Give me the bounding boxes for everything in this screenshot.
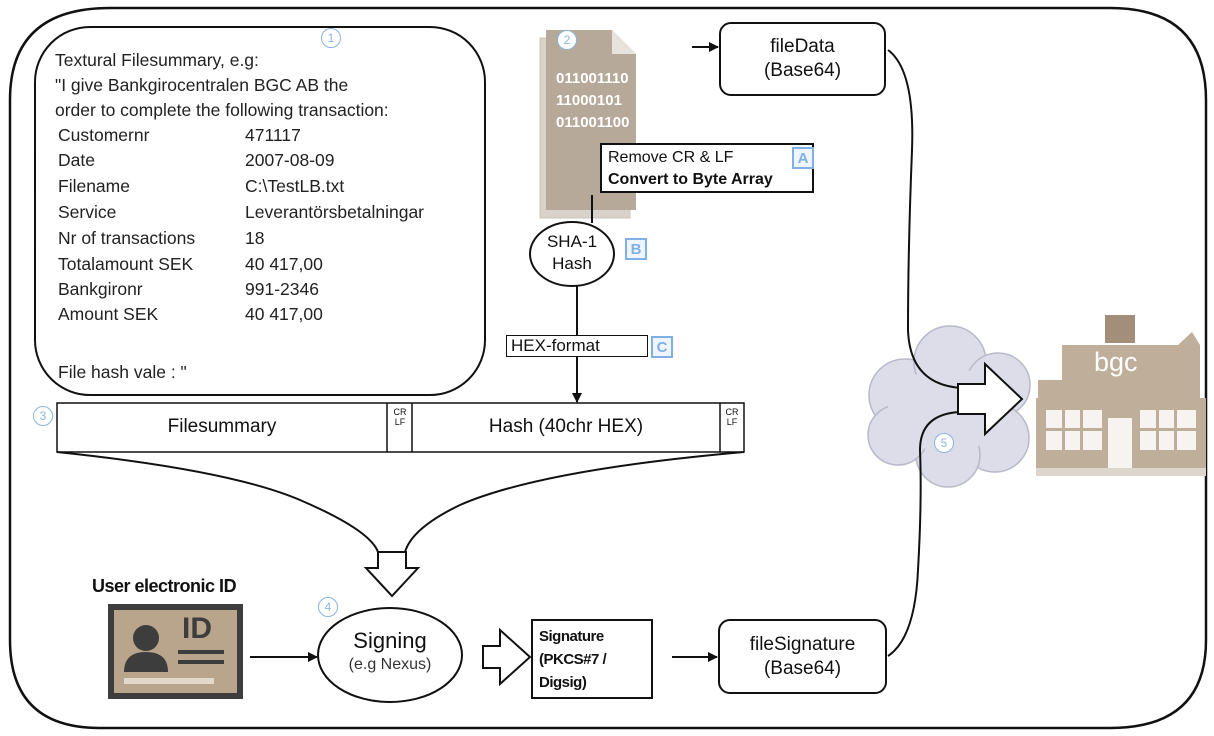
bar-cr-2: CR	[725, 407, 739, 417]
curve-filesignature-to-cloud	[887, 411, 961, 657]
summary-key-service: Service	[58, 202, 117, 222]
outer-frame	[8, 6, 1208, 730]
summary-key-nr-transactions: Nr of transactions	[58, 228, 196, 248]
summary-intro: Textural Filesummary, e.g:	[55, 50, 259, 70]
file-binary-line-2: 11000101	[556, 92, 622, 109]
hex-format-box: HEX-format	[506, 335, 648, 357]
sha1-line1: SHA-1	[546, 232, 598, 251]
bgc-logo-text: bgc	[1094, 347, 1138, 377]
summary-line1: "I give Bankgirocentralen BGC AB the	[55, 75, 349, 95]
bar-crlf-1: CR LF	[388, 407, 412, 427]
summary-value-amount: 40 417,00	[245, 304, 323, 324]
summary-key-customernr: Customernr	[58, 125, 150, 145]
summary-key-date: Date	[58, 150, 95, 170]
concat-bar	[56, 402, 745, 453]
hollow-arrow-to-bgc	[957, 361, 1024, 437]
cloud-icon	[867, 325, 1031, 488]
summary-value-totalamount: 40 417,00	[245, 254, 323, 274]
signature-box: Signature (PKCS#7 / Digsig)	[531, 619, 653, 699]
summary-value-filename: C:\TestLB.txt	[245, 176, 345, 196]
curve-filedata-to-cloud	[887, 49, 963, 389]
curve-outer-right	[888, 560, 935, 610]
summary-key-totalamount: Totalamount SEK	[58, 254, 194, 274]
signature-line2: (PKCS#7 /	[539, 651, 607, 668]
id-card-icon	[108, 604, 243, 699]
filesignature-box: fileSignature (Base64)	[718, 619, 887, 694]
funnel-left-curve	[56, 451, 379, 553]
bar-lf-1: LF	[394, 417, 406, 427]
signature-line1: Signature	[539, 628, 604, 645]
filedata-box: fileData (Base64)	[719, 22, 886, 96]
bar-hash-label: Hash (40chr HEX)	[488, 416, 644, 437]
step-2-badge: 2	[557, 30, 577, 50]
summary-key-filename: Filename	[58, 176, 130, 196]
step-5-badge: 5	[934, 433, 954, 453]
step-1-badge: 1	[321, 28, 341, 48]
filedata-title: fileData	[770, 36, 835, 57]
hollow-arrow-right	[482, 627, 532, 687]
step-a-tag: A	[792, 147, 814, 169]
bar-crlf-2: CR LF	[720, 407, 744, 427]
signing-subtitle: (e.g Nexus)	[348, 656, 432, 673]
summary-line2: order to complete the following transact…	[55, 100, 389, 120]
file-binary-line-1: 011001110	[556, 70, 629, 87]
preprocess-box: Remove CR & LF Convert to Byte Array	[600, 143, 814, 193]
summary-value-service: Leverantörsbetalningar	[245, 202, 425, 222]
summary-value-customernr: 471117	[245, 125, 301, 145]
sha1-label: SHA-1 Hash	[530, 231, 614, 275]
signing-title: Signing	[353, 628, 427, 653]
convert-byte-array-label: Convert to Byte Array	[608, 171, 773, 188]
summary-key-bankgironr: Bankgironr	[58, 279, 143, 299]
remove-crlf-label: Remove CR & LF	[608, 149, 734, 166]
signing-label: Signing (e.g Nexus)	[318, 628, 462, 676]
bar-filesummary-label: Filesummary	[167, 416, 277, 437]
id-card-text: ID	[182, 612, 212, 645]
signature-line3: Digsig)	[539, 674, 587, 691]
step-3-badge: 3	[33, 406, 53, 426]
summary-key-amount: Amount SEK	[58, 304, 159, 324]
filesignature-encoding: (Base64)	[763, 657, 842, 679]
file-binary-line-3: 011001100	[556, 114, 630, 131]
filedata-encoding: (Base64)	[763, 60, 842, 81]
bar-lf-2: LF	[726, 417, 738, 427]
summary-value-date: 2007-08-09	[245, 150, 335, 170]
user-electronic-id-label: User electronic ID	[92, 576, 237, 596]
step-4-badge: 4	[318, 597, 338, 617]
signing-node	[317, 607, 463, 703]
summary-value-bankgironr: 991-2346	[245, 279, 319, 299]
funnel-right-curve	[404, 451, 745, 553]
bgc-building-icon	[1036, 315, 1206, 476]
step-b-tag: B	[625, 238, 647, 260]
summary-hash-line: File hash vale : "	[58, 362, 187, 382]
step-c-tag: C	[651, 336, 673, 358]
filesignature-title: fileSignature	[749, 633, 856, 655]
sha1-hash-node	[529, 221, 615, 287]
hollow-arrow-down	[363, 551, 421, 598]
sha1-line2: Hash	[552, 254, 592, 273]
summary-box	[34, 26, 486, 396]
summary-value-nr-transactions: 18	[245, 228, 265, 248]
bar-cr-1: CR	[393, 407, 407, 417]
